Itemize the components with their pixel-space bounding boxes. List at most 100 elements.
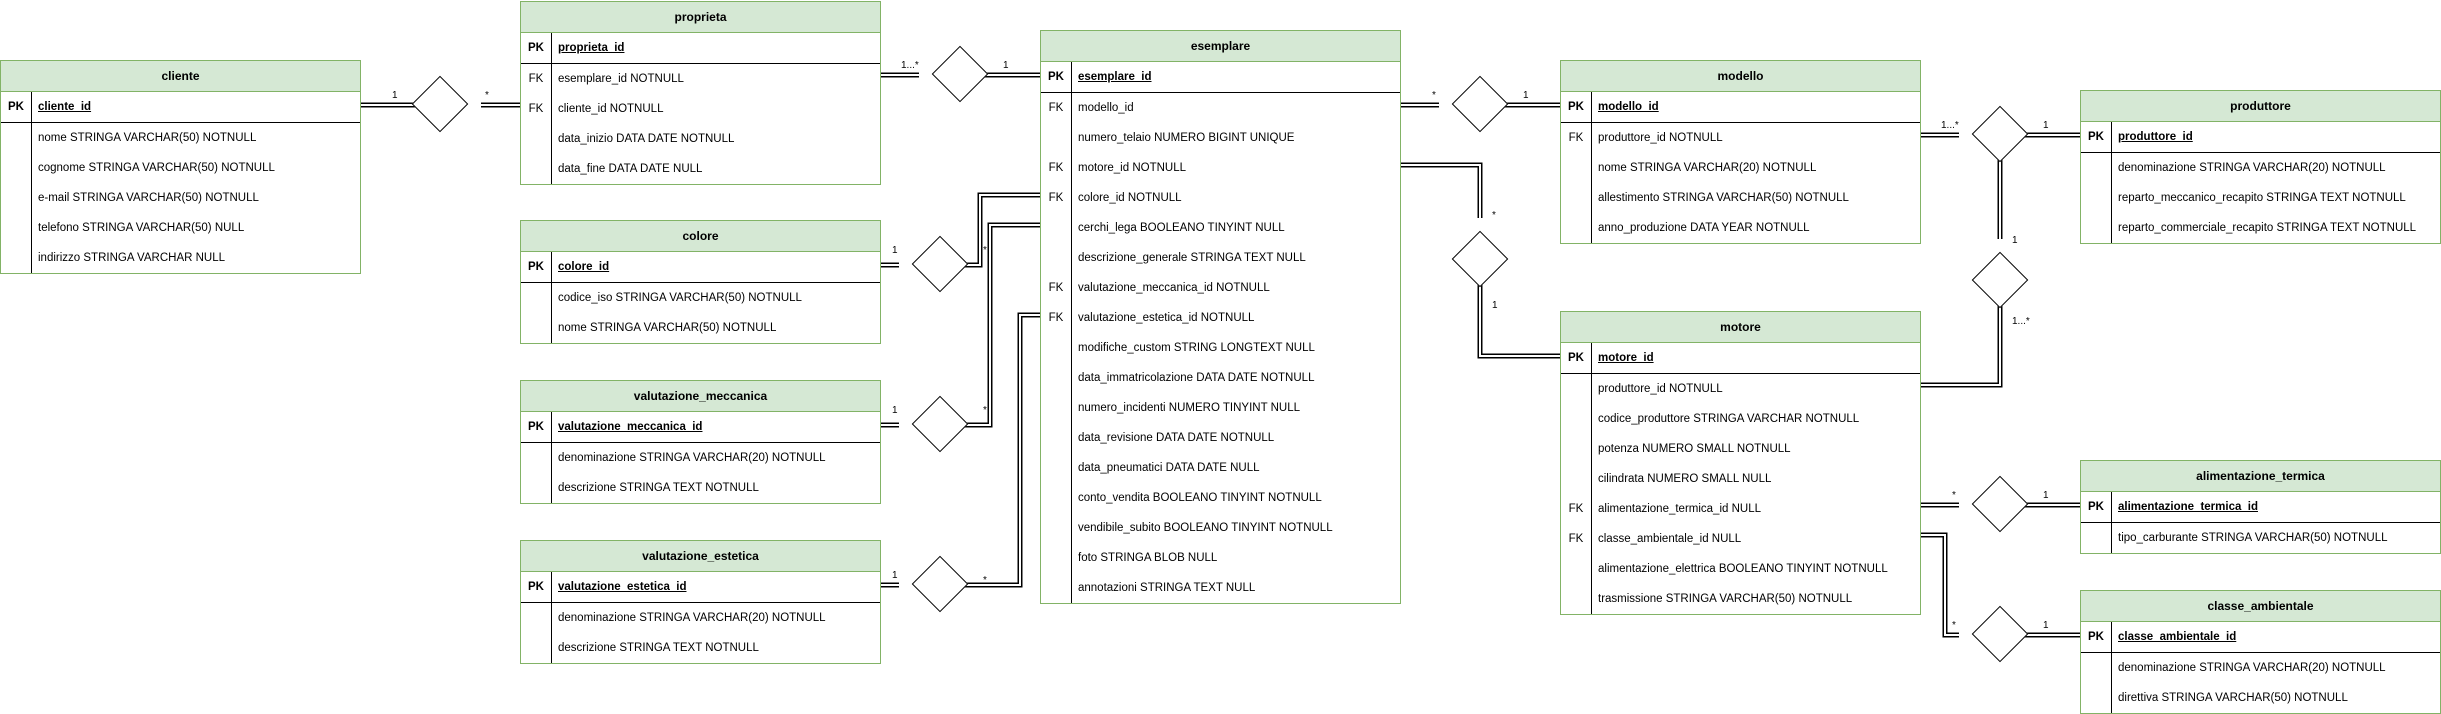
attribute-text: telefono STRINGA VARCHAR(50) NULL xyxy=(38,222,245,234)
relationship-line-inner xyxy=(1921,301,2001,386)
key-label xyxy=(1041,573,1071,603)
attribute-text: denominazione STRINGA VARCHAR(20) NOTNUL… xyxy=(558,612,826,624)
key-label xyxy=(1,153,31,183)
cardinality-label: * xyxy=(983,575,987,586)
attribute-row: indirizzo STRINGA VARCHAR NULL xyxy=(1,243,360,273)
attribute-text: alimentazione_termica_id NULL xyxy=(1598,503,1761,515)
key-label: PK xyxy=(528,42,544,54)
attribute-row: descrizione_generale STRINGA TEXT NULL xyxy=(1041,243,1400,273)
key-column-divider xyxy=(2111,122,2112,243)
key-label: FK xyxy=(1048,312,1064,324)
attribute-text: descrizione_generale STRINGA TEXT NULL xyxy=(1078,252,1306,264)
key-label xyxy=(1041,123,1071,153)
cardinality-label: 1 xyxy=(892,405,898,416)
attribute-text: denominazione STRINGA VARCHAR(20) NOTNUL… xyxy=(2118,662,2386,674)
key-column-divider xyxy=(1591,343,1592,614)
key-label: PK xyxy=(528,261,544,273)
attribute-row: cognome STRINGA VARCHAR(50) NOTNULL xyxy=(1,153,360,183)
key-label xyxy=(1561,153,1591,183)
relationship-line-inner xyxy=(1999,134,2080,239)
cardinality-label: 1 xyxy=(2012,235,2018,246)
attribute-row: potenza NUMERO SMALL NOTNULL xyxy=(1561,434,1920,464)
attribute-row: reparto_meccanico_recapito STRINGA TEXT … xyxy=(2081,183,2440,213)
key-label xyxy=(1041,543,1071,573)
attribute-row: denominazione STRINGA VARCHAR(20) NOTNUL… xyxy=(521,443,880,473)
key-column-divider xyxy=(551,572,552,663)
attribute-text: colore_id xyxy=(558,261,610,273)
key-column-divider xyxy=(551,33,552,184)
key-label xyxy=(1041,363,1071,393)
attribute-row: conto_vendita BOOLEANO TINYINT NOTNULL xyxy=(1041,483,1400,513)
key-label xyxy=(1041,513,1071,543)
entity-title: classe_ambientale xyxy=(2081,591,2440,622)
attribute-text: cilindrata NUMERO SMALL NULL xyxy=(1598,473,1772,485)
attribute-text: potenza NUMERO SMALL NOTNULL xyxy=(1598,443,1791,455)
key-label xyxy=(1561,554,1591,584)
entity-title: colore xyxy=(521,221,880,252)
attribute-row: data_inizio DATA DATE NOTNULL xyxy=(521,124,880,154)
key-label xyxy=(1,123,31,153)
attribute-row: vendibile_subito BOOLEANO TINYINT NOTNUL… xyxy=(1041,513,1400,543)
attribute-row: produttore_id NOTNULL xyxy=(1561,374,1920,404)
cardinality-label: 1...* xyxy=(2012,316,2030,327)
key-label: PK xyxy=(1568,352,1584,364)
attribute-text: data_inizio DATA DATE NOTNULL xyxy=(558,133,735,145)
attribute-text: trasmissione STRINGA VARCHAR(50) NOTNULL xyxy=(1598,593,1853,605)
entity-title: motore xyxy=(1561,312,1920,343)
attribute-text: numero_incidenti NUMERO TINYINT NULL xyxy=(1078,402,1300,414)
key-label xyxy=(521,154,551,184)
key-label xyxy=(1,183,31,213)
relationship-line xyxy=(1477,280,1560,359)
attribute-text: motore_id xyxy=(1598,352,1654,364)
attribute-text: anno_produzione DATA YEAR NOTNULL xyxy=(1598,222,1810,234)
attribute-row: data_immatricolazione DATA DATE NOTNULL xyxy=(1041,363,1400,393)
key-label xyxy=(1041,213,1071,243)
relationship-line-inner xyxy=(961,194,1040,266)
attribute-text: annotazioni STRINGA TEXT NULL xyxy=(1078,582,1256,594)
key-label xyxy=(521,124,551,154)
attribute-row: denominazione STRINGA VARCHAR(20) NOTNUL… xyxy=(2081,153,2440,183)
key-label xyxy=(1561,434,1591,464)
attribute-row: alimentazione_elettrica BOOLEANO TINYINT… xyxy=(1561,554,1920,584)
key-label xyxy=(2081,683,2111,713)
attribute-text: colore_id NOTNULL xyxy=(1078,192,1182,204)
relationship-line-inner xyxy=(1479,280,1560,357)
relationship-line xyxy=(961,192,1040,268)
attribute-row: codice_iso STRINGA VARCHAR(50) NOTNULL xyxy=(521,283,880,313)
entity-title: proprieta xyxy=(521,2,880,33)
key-label: PK xyxy=(2088,131,2104,143)
attribute-text: nome STRINGA VARCHAR(50) NOTNULL xyxy=(558,322,777,334)
attribute-row: data_fine DATA DATE NULL xyxy=(521,154,880,184)
attribute-row: nome STRINGA VARCHAR(50) NOTNULL xyxy=(1,123,360,153)
attribute-text: esemplare_id NOTNULL xyxy=(558,73,684,85)
attribute-row: allestimento STRINGA VARCHAR(50) NOTNULL xyxy=(1561,183,1920,213)
attribute-row: cerchi_lega BOOLEANO TINYINT NULL xyxy=(1041,213,1400,243)
attribute-row: cilindrata NUMERO SMALL NULL xyxy=(1561,464,1920,494)
attribute-row: direttiva STRINGA VARCHAR(50) NOTNULL xyxy=(2081,683,2440,713)
attribute-text: denominazione STRINGA VARCHAR(20) NOTNUL… xyxy=(558,452,826,464)
attribute-text: cliente_id xyxy=(38,101,92,113)
cardinality-label: 1...* xyxy=(901,60,919,71)
key-label xyxy=(521,313,551,343)
cardinality-label: 1 xyxy=(892,570,898,581)
attribute-row: data_pneumatici DATA DATE NULL xyxy=(1041,453,1400,483)
key-label xyxy=(2081,153,2111,183)
key-label xyxy=(1041,393,1071,423)
cardinality-label: 1 xyxy=(1003,60,1009,71)
attribute-text: indirizzo STRINGA VARCHAR NULL xyxy=(38,252,226,264)
attribute-text: vendibile_subito BOOLEANO TINYINT NOTNUL… xyxy=(1078,522,1333,534)
attribute-row: data_revisione DATA DATE NOTNULL xyxy=(1041,423,1400,453)
attribute-row: telefono STRINGA VARCHAR(50) NULL xyxy=(1,213,360,243)
